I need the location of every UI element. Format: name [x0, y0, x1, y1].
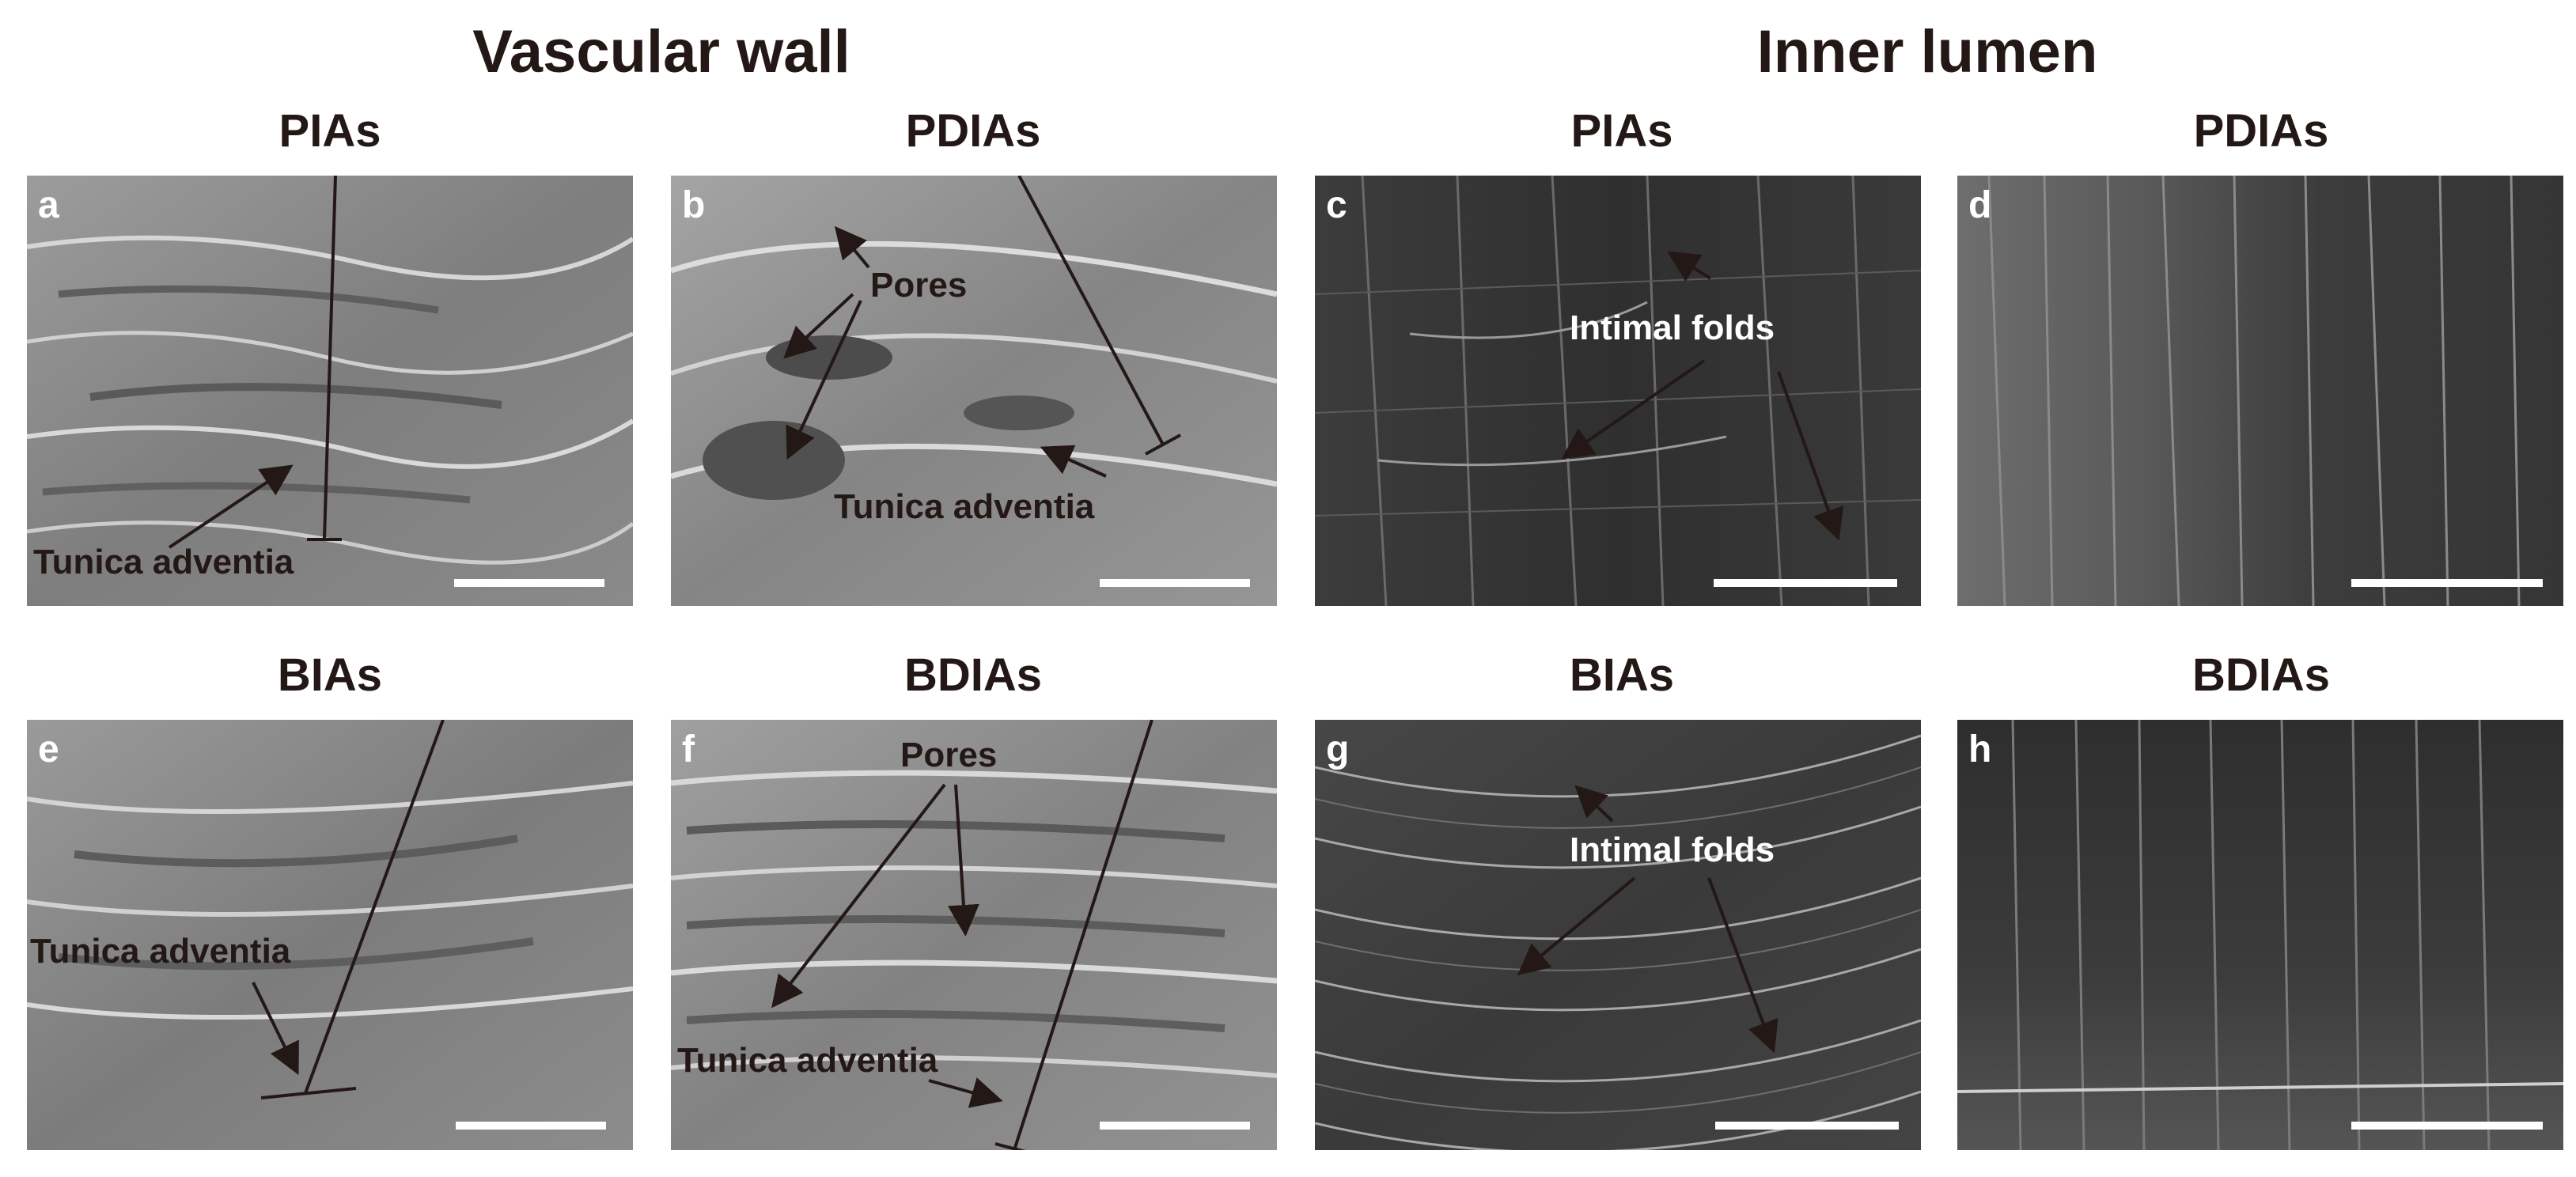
panel-e-letter: e [38, 729, 59, 770]
lumen-texture [1957, 176, 2563, 606]
arrow [771, 783, 946, 1009]
arrow [1040, 445, 1107, 478]
panel-d-sem-image: d [1957, 176, 2563, 606]
panel-f-sem-image: f Pores Tunica adventia [671, 720, 1277, 1150]
panel-g-annotation-arrows [1517, 785, 1779, 1054]
arrow [1561, 359, 1706, 460]
panel-h-letter: h [1968, 729, 1992, 770]
panel-f-letter: f [682, 729, 695, 770]
lumen-texture [1315, 720, 1921, 1150]
panel-b-sem-image: b Pores Tunica adventia [671, 176, 1277, 606]
panel-a-label: PIAs [278, 105, 381, 157]
panel-b-letter: b [682, 184, 706, 226]
arrow [834, 225, 870, 269]
pores-label: Pores [900, 736, 998, 774]
panel-f-annotation-arrows [771, 720, 1154, 1150]
arrow [252, 982, 299, 1076]
panel-c-letter: c [1326, 184, 1347, 226]
vascular-wall-heading: Vascular wall [472, 18, 850, 85]
arrow [928, 1077, 1003, 1108]
wall-texture [671, 176, 1277, 606]
panel-e-sem-image: e Tunica adventia [27, 720, 633, 1150]
panel-a-annotation-arrows [168, 176, 342, 549]
arrow [168, 464, 294, 549]
panel-g-label: BIAs [1569, 649, 1675, 701]
lumen-texture [1957, 720, 2563, 1150]
arrow [947, 784, 979, 937]
panel-e-annotation-arrows [252, 720, 445, 1099]
panel-h-label: BDIAs [2191, 649, 2331, 701]
panel-d-label: PDIAs [2193, 105, 2329, 157]
scale-bar [1100, 579, 1250, 587]
panel-b-label: PDIAs [905, 105, 1041, 157]
tunica-adventia-label: Tunica adventia [677, 1041, 938, 1080]
panel-g-sem-image: g Intimal folds [1315, 720, 1921, 1150]
scale-bar [456, 1122, 606, 1130]
panel-a-letter: a [38, 184, 59, 226]
panel-g-letter: g [1326, 729, 1350, 770]
scale-bar [1715, 1122, 1899, 1130]
panel-b-annotation-arrows [783, 176, 1181, 478]
panel-d-letter: d [1968, 184, 1992, 226]
scale-bar [2351, 579, 2543, 587]
arrow [783, 293, 854, 359]
pores-label: Pores [870, 266, 968, 305]
wall-thickness-line [304, 720, 445, 1094]
intimal-folds-label: Intimal folds [1570, 831, 1775, 869]
scale-bar [454, 579, 604, 587]
intimal-folds-label: Intimal folds [1570, 308, 1775, 347]
scale-bar [1100, 1122, 1250, 1130]
arrow [1707, 877, 1779, 1054]
tunica-adventia-label: Tunica adventia [30, 932, 291, 971]
scale-bar [2351, 1122, 2543, 1130]
arrow [786, 300, 862, 460]
wall-thickness-line [323, 176, 337, 540]
tunica-adventia-label: Tunica adventia [33, 543, 294, 581]
arrow [1517, 876, 1636, 976]
inner-lumen-heading: Inner lumen [1756, 18, 2098, 85]
panel-c-sem-image: c Intimal folds [1315, 176, 1921, 606]
arrow [1777, 371, 1844, 541]
panel-c-label: PIAs [1570, 105, 1673, 157]
panel-c-annotation-arrows [1561, 251, 1844, 541]
arrow [1667, 251, 1712, 282]
panel-h-sem-image: h [1957, 720, 2563, 1150]
tunica-adventia-label: Tunica adventia [834, 487, 1095, 526]
wall-thickness-line [1017, 176, 1165, 445]
arrow [1574, 785, 1614, 823]
wall-texture [27, 720, 633, 1150]
panel-e-label: BIAs [277, 649, 383, 701]
scale-bar [1714, 579, 1897, 587]
panel-f-label: BDIAs [903, 649, 1043, 701]
wall-thickness-line [1013, 720, 1154, 1150]
panel-a-sem-image: a Tunica adventia [27, 176, 633, 606]
